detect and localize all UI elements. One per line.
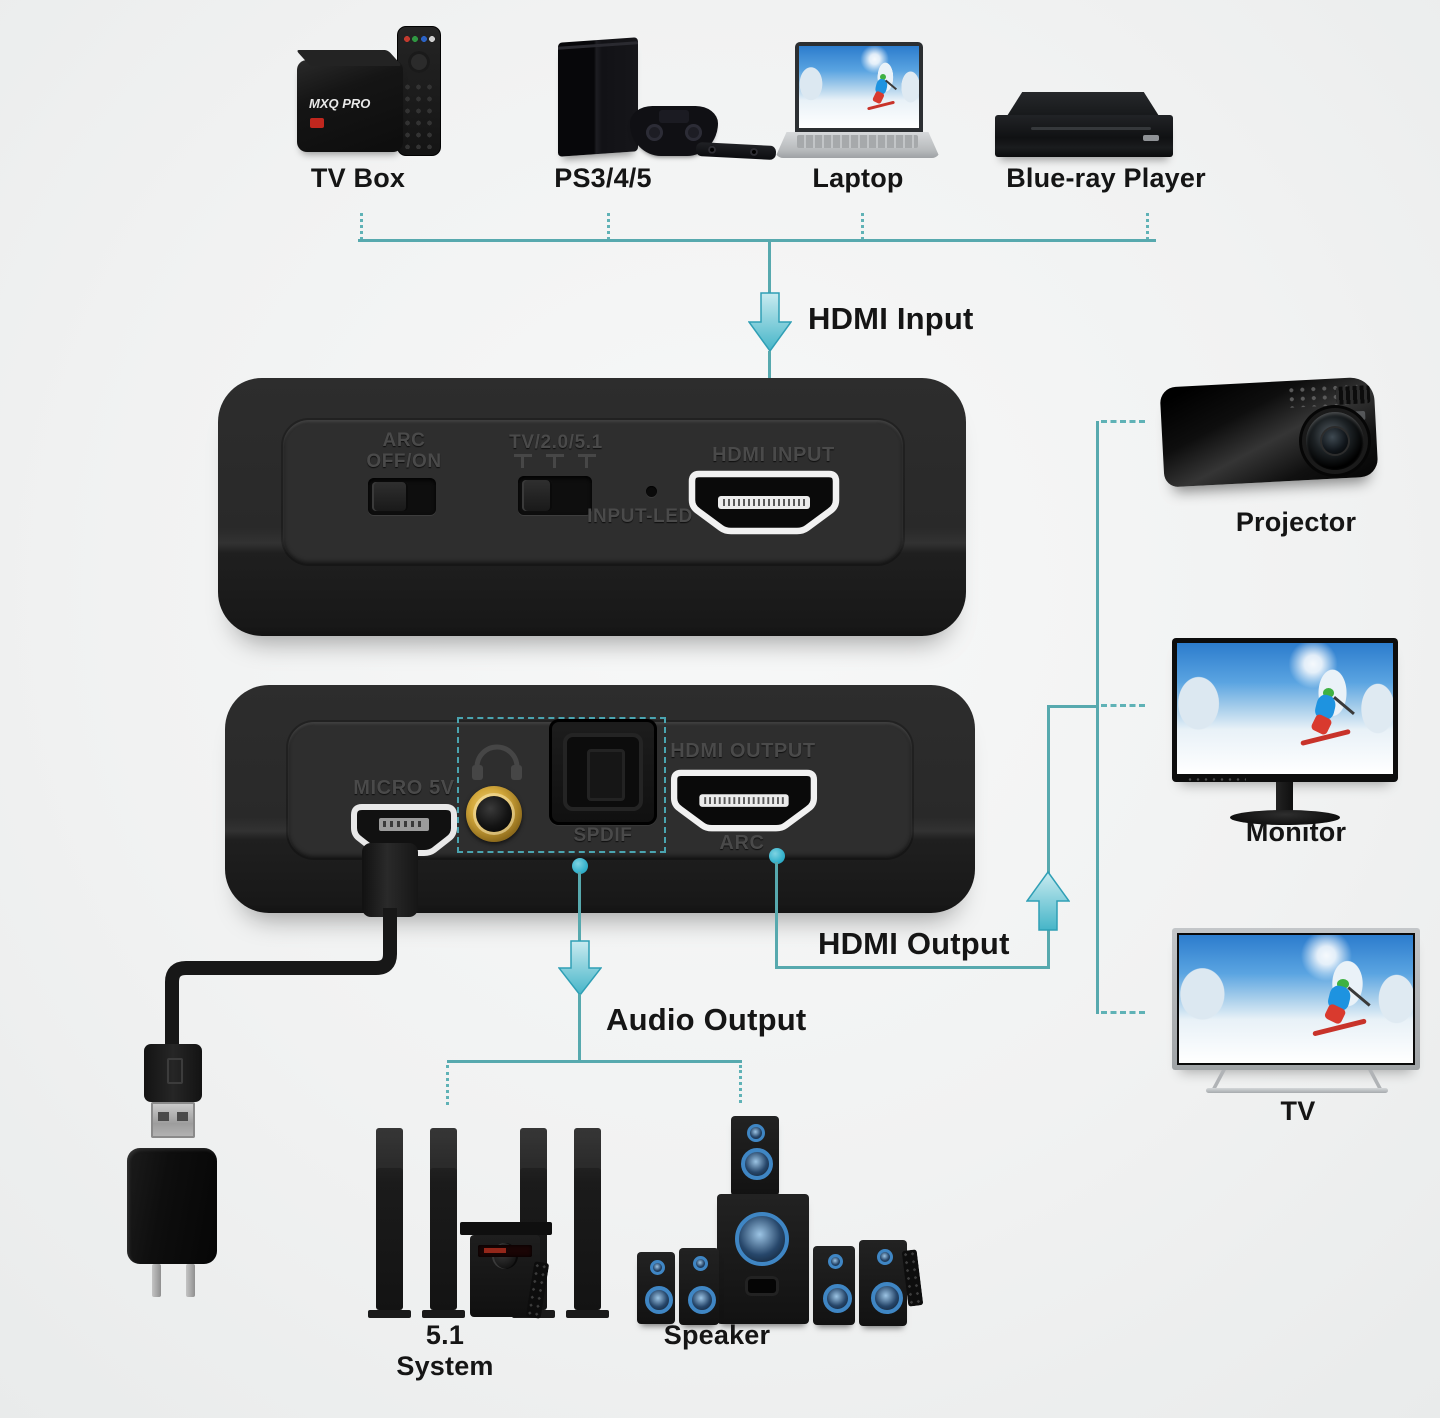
- connector-audio-tee: [447, 1060, 742, 1063]
- skier-graphic: [1298, 687, 1355, 748]
- projector-lens-icon: [1306, 412, 1364, 470]
- laptop-icon: [795, 42, 923, 132]
- connector-tvbox-stub: [360, 213, 363, 240]
- mode-switch: [518, 476, 592, 515]
- hdmi-input-port-icon: [688, 470, 840, 535]
- connector-output-top: [1047, 705, 1099, 708]
- arc-switch-label-line2: OFF/ON: [366, 451, 442, 472]
- laptop-image: [775, 42, 940, 160]
- usb-plug-metal-icon: [151, 1102, 195, 1138]
- arc-port-label: ARC: [719, 832, 765, 854]
- input-led-label: INPUT-LED: [587, 506, 693, 527]
- audio-ports-highlight-box: [457, 717, 666, 853]
- hdmi-input-arrow-icon: [748, 292, 792, 352]
- headphone-icon: [472, 744, 522, 780]
- headphone-jack: [466, 786, 522, 842]
- audio-label-speaker: Speaker: [663, 1320, 771, 1350]
- skier-graphic: [866, 73, 898, 112]
- source-label-laptop: Laptop: [812, 163, 904, 193]
- hdmi-input-port-label: HDMI INPUT: [712, 444, 835, 466]
- ps-console-icon: [558, 37, 638, 157]
- display-label-monitor: Monitor: [1245, 817, 1347, 847]
- connector-projector-stub: [1101, 420, 1145, 423]
- mode-tick-1: [514, 454, 532, 470]
- monitor-image: [1172, 638, 1402, 833]
- hdmi-output-port-icon: [670, 769, 818, 832]
- hdmi-output-port-label: HDMI OUTPUT: [670, 740, 816, 762]
- mode-switch-label: TV/2.0/5.1: [509, 432, 603, 453]
- connector-51system-stub: [446, 1065, 449, 1105]
- input-led: [646, 486, 657, 497]
- projector-image: [1158, 366, 1383, 506]
- usb-connector-icon: [144, 1044, 202, 1102]
- mode-tick-3: [578, 454, 596, 470]
- skier-graphic: [1310, 978, 1371, 1038]
- connector-output-riser: [1047, 706, 1050, 969]
- bluray-player-image: [995, 92, 1175, 162]
- monitor-icon: [1172, 638, 1398, 782]
- arc-switch-label-line1: ARC: [382, 430, 426, 451]
- display-label-tv: TV: [1280, 1096, 1316, 1126]
- tv-box-image: MXQ PRO: [295, 26, 445, 156]
- adapter-prong-left: [152, 1264, 161, 1297]
- power-adapter-icon: [127, 1148, 217, 1264]
- extractor-top-view: ARC OFF/ON TV/2.0/5.1 INPUT-LED HDMI INP…: [218, 378, 966, 636]
- tv-box-brand: MXQ PRO: [309, 96, 371, 111]
- connector-ps-stub: [607, 213, 610, 240]
- source-label-bluray: Blue-ray Player: [1006, 163, 1206, 193]
- center-speaker-icon: [731, 1116, 779, 1196]
- bluray-player-icon: [995, 115, 1173, 157]
- connector-input-bus: [358, 239, 1156, 242]
- tv-box-icon: MXQ PRO: [297, 60, 403, 152]
- usb-cable-icon: [165, 908, 397, 1056]
- spdif-optical-port: [549, 719, 657, 825]
- source-label-tv-box: TV Box: [310, 163, 406, 193]
- hdmi-output-label: HDMI Output: [818, 926, 1010, 961]
- ps-controller-icon: [630, 106, 718, 156]
- display-label-projector: Projector: [1235, 507, 1357, 537]
- connector-input-drop1: [768, 241, 771, 294]
- connector-arc-dot: [769, 848, 785, 864]
- mode-tick-2: [546, 454, 564, 470]
- spdif-port-label: SPDIF: [573, 825, 633, 846]
- hdmi-output-arrow-icon: [1026, 871, 1070, 931]
- connector-display-bus: [1096, 421, 1099, 1014]
- 51-system-image: [368, 1124, 658, 1324]
- ps-camera-icon: [695, 141, 777, 161]
- micro-usb-plug-icon: [362, 843, 418, 917]
- speaker-set-image: [633, 1112, 924, 1327]
- arc-switch: [368, 478, 436, 515]
- audio-output-label: Audio Output: [606, 1002, 807, 1037]
- adapter-prong-right: [186, 1264, 195, 1297]
- audio-label-51-system: 5.1 System: [396, 1320, 494, 1381]
- connector-arc-line: [775, 862, 778, 969]
- extractor-bottom-view: MICRO 5V SPDIF HDMI OUTPUT ARC: [225, 685, 975, 913]
- connector-audio-line2: [578, 994, 581, 1062]
- connector-bluray-stub: [1146, 213, 1149, 240]
- connector-audio-line1: [578, 872, 581, 942]
- subwoofer-icon: [717, 1194, 809, 1324]
- connector-monitor-stub: [1101, 704, 1145, 707]
- ps-console-image: [538, 37, 777, 162]
- remote-control-icon: [397, 26, 441, 156]
- connector-output-bottom: [775, 966, 1050, 969]
- connector-speaker-stub: [739, 1065, 742, 1103]
- source-label-ps: PS3/4/5: [554, 163, 652, 193]
- hdmi-input-label: HDMI Input: [808, 301, 974, 336]
- connector-audio-dot: [572, 858, 588, 874]
- micro-usb-port-icon: [351, 804, 457, 856]
- tv-image: [1172, 928, 1422, 1096]
- audio-output-arrow-icon: [558, 940, 602, 996]
- micro-usb-port-label: MICRO 5V: [353, 777, 455, 799]
- tv-icon: [1172, 928, 1420, 1070]
- connector-laptop-stub: [861, 213, 864, 240]
- connector-tv-stub: [1101, 1011, 1145, 1014]
